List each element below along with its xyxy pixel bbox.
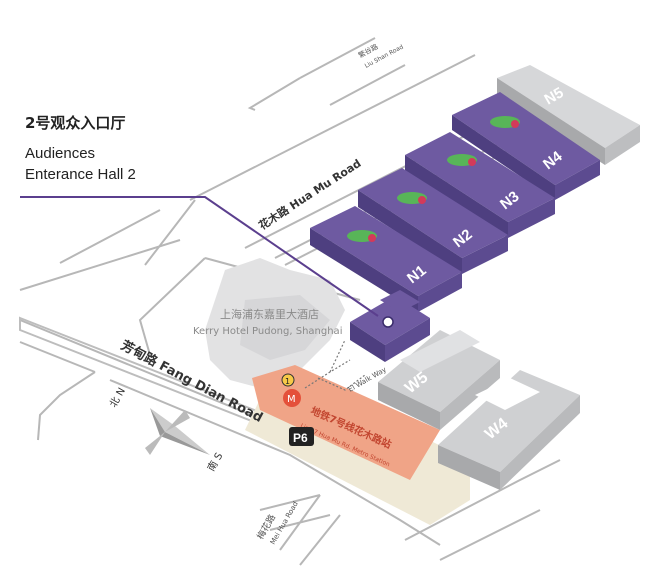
parking-badge[interactable] <box>289 427 314 446</box>
entrance-hall-2[interactable] <box>350 290 430 362</box>
entrance-legend: 2号观众入口厅 Audiences Enterance Hall 2 <box>25 112 136 185</box>
parking-label: P6 <box>293 431 308 445</box>
hall-n5[interactable] <box>497 65 640 165</box>
compass-rose-icon <box>145 408 210 455</box>
hotel-name-en: Kerry Hotel Pudong, Shanghai <box>193 326 342 337</box>
walkway-arrows <box>304 339 366 391</box>
legend-line-2: Enterance Hall 2 <box>25 166 136 183</box>
entrance-pointer-line <box>20 196 379 317</box>
compass-north-label: 北 N <box>107 386 128 410</box>
hall-n2[interactable] <box>358 168 508 274</box>
entrance-marker-icon <box>382 316 394 328</box>
hall-w5[interactable] <box>378 330 500 430</box>
metro-exit-number: 1 <box>285 377 290 386</box>
hall-n4[interactable] <box>452 92 600 200</box>
metro-logo-icon <box>283 389 301 407</box>
hall-n1[interactable] <box>310 206 462 312</box>
hotel-footprint <box>205 258 345 388</box>
hall-n3[interactable] <box>405 132 555 238</box>
metro-exit-badge[interactable] <box>281 373 295 387</box>
metro-logo-glyph: M <box>287 394 296 405</box>
legend-line-1: Audiences <box>25 145 96 162</box>
hall-w4[interactable] <box>438 370 580 490</box>
hotel-name-cn: 上海浦东嘉里大酒店 <box>220 307 319 321</box>
legend-title-cn: 2号观众入口厅 <box>25 114 126 132</box>
